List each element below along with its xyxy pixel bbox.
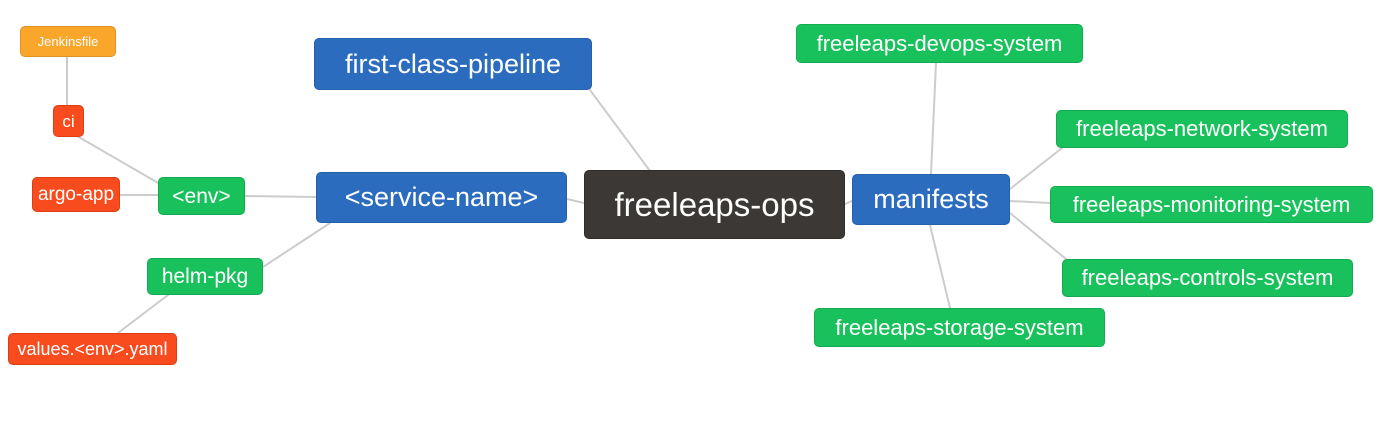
edge-manifests-to-freeleaps-monitoring-system xyxy=(1009,200,1051,204)
mindmap-node-freeleaps-ops[interactable]: freeleaps-ops xyxy=(584,170,845,239)
edge-helm-pkg-to-values-env-yaml xyxy=(117,294,169,334)
edge-first-class-pipeline-to-freeleaps-ops xyxy=(589,89,651,172)
edge-service-name-to-helm-pkg xyxy=(262,222,331,268)
edge-service-name-to-freeleaps-ops xyxy=(566,198,585,204)
mindmap-node-manifests[interactable]: manifests xyxy=(852,174,1010,225)
mindmap-node-freeleaps-controls-system[interactable]: freeleaps-controls-system xyxy=(1062,259,1353,297)
mindmap-node-jenkinsfile[interactable]: Jenkinsfile xyxy=(20,26,116,57)
edge-manifests-to-freeleaps-storage-system xyxy=(929,224,951,309)
mindmap-node-service-name[interactable]: <service-name> xyxy=(316,172,567,223)
mindmap-node-ci[interactable]: ci xyxy=(53,105,84,137)
mindmap-node-values-env-yaml[interactable]: values.<env>.yaml xyxy=(8,333,177,365)
mindmap-node-freeleaps-monitoring-system[interactable]: freeleaps-monitoring-system xyxy=(1050,186,1373,223)
edge-manifests-to-freeleaps-controls-system xyxy=(1009,212,1067,260)
edge-manifests-to-freeleaps-devops-system xyxy=(930,62,937,175)
mindmap-node-first-class-pipeline[interactable]: first-class-pipeline xyxy=(314,38,592,90)
edge-manifests-to-freeleaps-network-system xyxy=(1009,147,1063,190)
edge-ci-to-env xyxy=(76,135,161,185)
mindmap-node-env[interactable]: <env> xyxy=(158,177,245,215)
mindmap-node-freeleaps-devops-system[interactable]: freeleaps-devops-system xyxy=(796,24,1083,63)
mindmap-node-freeleaps-network-system[interactable]: freeleaps-network-system xyxy=(1056,110,1348,148)
mindmap-node-argo-app[interactable]: argo-app xyxy=(32,177,120,212)
edge-freeleaps-ops-to-manifests xyxy=(844,200,853,205)
mindmap-node-helm-pkg[interactable]: helm-pkg xyxy=(147,258,263,295)
mindmap-node-freeleaps-storage-system[interactable]: freeleaps-storage-system xyxy=(814,308,1105,347)
edge-env-to-service-name xyxy=(244,195,317,198)
